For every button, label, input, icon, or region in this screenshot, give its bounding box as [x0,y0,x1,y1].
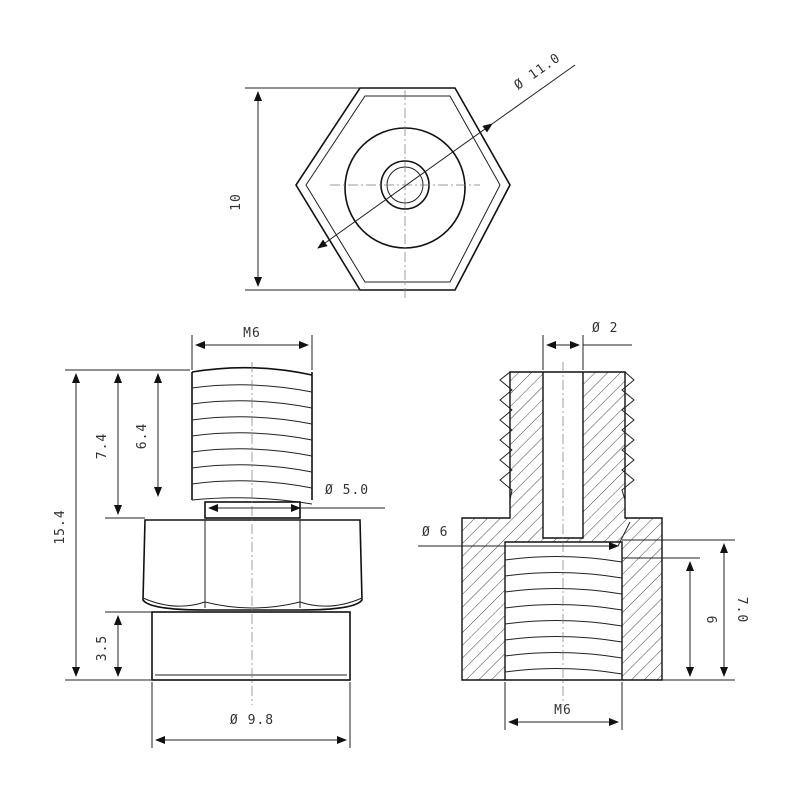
base-diameter-text: Ø 9.8 [230,713,274,728]
section-thread-right [621,371,635,501]
base-cylinder [151,611,351,681]
leader-line [491,64,576,125]
overall-height-text: 15.4 [53,509,68,544]
hex-outline [295,87,511,291]
thread-height-outer-text: 7.4 [95,433,110,459]
leader-line [617,521,631,547]
counterbore-diameter-text: Ø 6 [422,525,448,540]
hex-collar [142,519,363,611]
internal-thread-label: M6 [554,703,572,718]
top-height-dim-text: 10 [229,193,244,211]
hex-chamfer [305,95,501,283]
thread-height-inner-text: 6.4 [135,423,150,449]
inner-depth-text: 6 [703,616,718,625]
shank [204,501,301,519]
dim-line-diameter [317,123,493,249]
section-view: Ø 2 Ø 6 6 7.0 M6 [418,321,749,730]
internal-thread [504,555,623,675]
top-view: 10 Ø 11.0 [229,51,576,298]
section-thread-left [499,371,513,501]
bore-diameter-text: Ø 2 [592,321,618,336]
outer-depth-text: 7.0 [734,597,749,623]
collar-height-text: 3.5 [95,635,110,661]
front-thread-label: M6 [243,326,261,341]
top-diameter-dim-text: Ø 11.0 [512,51,564,94]
shank-diameter-text: Ø 5.0 [325,483,369,498]
front-view: M6 Ø 5.0 15.4 7.4 6.4 3.5 Ø 9.8 [53,326,385,748]
